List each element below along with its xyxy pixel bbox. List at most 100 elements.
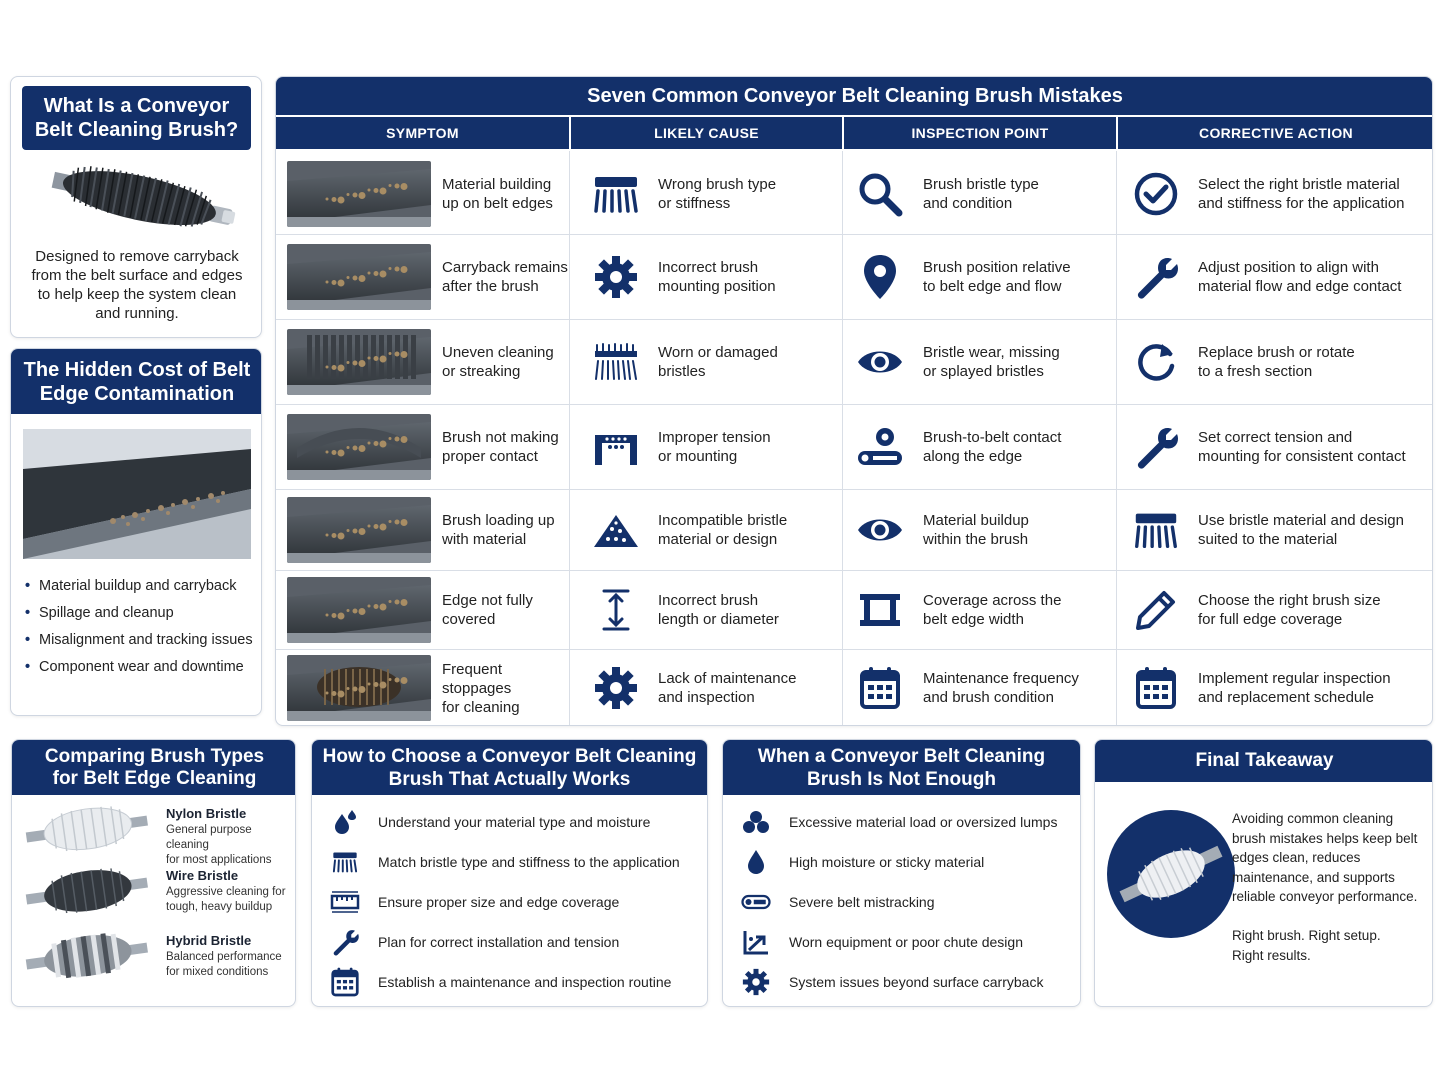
worn-bristles-icon <box>588 319 644 404</box>
hidden-cost-list: Material buildup and carryback Spillage … <box>25 573 253 681</box>
symptom-photo <box>287 413 431 480</box>
when-title-line1: When a Conveyor Belt Cleaning <box>757 745 1046 767</box>
what-is-title-line1: What Is a Conveyor <box>43 95 230 117</box>
calendar-icon <box>330 967 360 997</box>
belt-contact-icon <box>854 404 906 489</box>
list-item: Establish a maintenance and inspection r… <box>330 962 671 1002</box>
list-item: Material buildup and carryback <box>25 573 253 600</box>
mounting-frame-icon <box>588 404 644 489</box>
lumps-icon <box>741 807 771 837</box>
wrench-icon <box>330 927 360 957</box>
vertical-measure-icon <box>588 570 644 649</box>
compare-title-line1: Comparing Brush Types <box>44 745 265 767</box>
how-to-choose-card: How to Choose a Conveyor Belt Cleaning B… <box>311 739 708 1007</box>
brush-type-name: Hybrid Bristle <box>166 933 252 948</box>
final-closing: Right brush. Right setup. Right results. <box>1232 926 1424 965</box>
symptom-photo <box>287 576 431 643</box>
gear-icon <box>588 234 644 319</box>
list-item: Severe belt mistracking <box>741 882 935 922</box>
list-item-label: System issues beyond surface carryback <box>789 974 1044 990</box>
symptom-photo <box>287 243 431 310</box>
check-circle-icon <box>1130 153 1182 234</box>
location-pin-icon <box>854 234 906 319</box>
list-item-label: High moisture or sticky material <box>789 854 985 870</box>
material-pile-icon <box>588 489 644 570</box>
final-takeaway-card: Final Takeaway Avoiding common cleaning … <box>1094 739 1433 1007</box>
column-header-cause: LIKELY CAUSE <box>571 117 842 149</box>
wrench-icon <box>1130 234 1182 319</box>
list-item-label: Establish a maintenance and inspection r… <box>378 974 672 990</box>
final-paragraph: Avoiding common cleaning brush mistakes … <box>1232 811 1418 904</box>
list-item: Misalignment and tracking issues <box>25 627 253 654</box>
list-item-label: Ensure proper size and edge coverage <box>378 894 620 910</box>
magnifier-icon <box>854 153 906 234</box>
list-item: Excessive material load or oversized lum… <box>741 802 1057 842</box>
list-item: Component wear and downtime <box>25 654 253 681</box>
belt-contamination-photo <box>23 429 251 559</box>
mistakes-table-card: Seven Common Conveyor Belt Cleaning Brus… <box>275 76 1433 726</box>
dark-brush-roller-image <box>51 166 236 227</box>
pencil-icon <box>1130 570 1182 649</box>
what-is-title: What Is a Conveyor Belt Cleaning Brush? <box>22 86 251 150</box>
when-title-line2: Brush Is Not Enough <box>807 768 996 790</box>
list-item: Understand your material type and moistu… <box>330 802 650 842</box>
calendar-icon <box>854 649 906 725</box>
list-item: Worn equipment or poor chute design <box>741 922 1023 962</box>
list-item: High moisture or sticky material <box>741 842 984 882</box>
list-item: Plan for correct installation and tensio… <box>330 922 619 962</box>
column-header-inspection: INSPECTION POINT <box>844 117 1116 149</box>
belt-icon <box>741 887 771 917</box>
brush-icon <box>588 153 644 234</box>
droplets-icon <box>330 807 360 837</box>
symptom-photo <box>287 655 431 721</box>
white-brush-image <box>1119 845 1223 903</box>
gear-icon <box>741 967 771 997</box>
final-closing-line1: Right brush. Right setup. <box>1232 928 1381 943</box>
choose-title-line2: Brush That Actually Works <box>388 768 631 790</box>
symptom-photo <box>287 328 431 395</box>
droplet-icon <box>741 847 771 877</box>
list-item: Ensure proper size and edge coverage <box>330 882 619 922</box>
compare-title-line2: for Belt Edge Cleaning <box>52 767 257 789</box>
gear-icon <box>588 649 644 725</box>
nylon-brush-image <box>25 806 148 852</box>
choose-title-line1: How to Choose a Conveyor Belt Cleaning <box>322 745 697 767</box>
hidden-cost-title-line1: The Hidden Cost of Belt <box>23 358 251 381</box>
calendar-icon <box>1130 649 1182 725</box>
wrench-icon <box>1130 404 1182 489</box>
compare-title: Comparing Brush Types for Belt Edge Clea… <box>12 740 295 795</box>
column-header-action: CORRECTIVE ACTION <box>1118 117 1432 149</box>
what-is-description: Designed to remove carryback from the be… <box>31 248 243 322</box>
final-title: Final Takeaway <box>1095 740 1432 782</box>
final-brush-circle <box>1107 810 1235 938</box>
rotate-icon <box>1130 319 1182 404</box>
wire-brush-image <box>25 868 148 914</box>
hidden-cost-title-line2: Edge Contamination <box>39 382 235 405</box>
symptom-photo <box>287 160 431 227</box>
hidden-cost-title: The Hidden Cost of Belt Edge Contaminati… <box>11 349 261 414</box>
when-title: When a Conveyor Belt Cleaning Brush Is N… <box>723 740 1080 795</box>
list-item-label: Plan for correct installation and tensio… <box>378 934 620 950</box>
hidden-cost-card: The Hidden Cost of Belt Edge Contaminati… <box>10 348 262 716</box>
eye-icon <box>854 319 906 404</box>
